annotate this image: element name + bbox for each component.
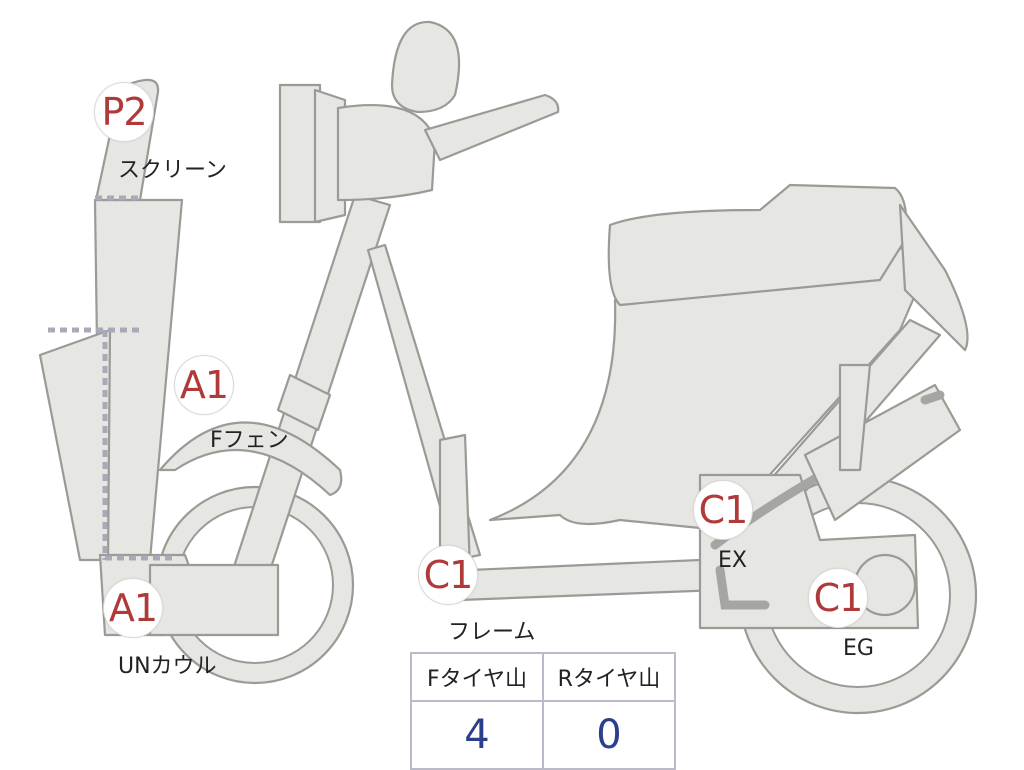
code-badge-exhaust: C1 — [693, 480, 753, 540]
table-header-row: Fタイヤ山 Rタイヤ山 — [410, 652, 676, 702]
value-front-tire: 4 — [410, 700, 544, 770]
rear-cowl-tip — [898, 203, 969, 352]
front-cowl — [38, 328, 112, 562]
part-label-under-cowl: UNカウル — [118, 654, 217, 679]
table-row: 4 0 — [410, 700, 676, 770]
code-badge-under-cowl: A1 — [103, 578, 163, 638]
mirror — [390, 20, 461, 114]
tire-tread-table: Fタイヤ山 Rタイヤ山 4 0 — [410, 652, 676, 770]
code-badge-frame: C1 — [418, 545, 478, 605]
rear-shock — [838, 363, 872, 472]
seat — [607, 183, 908, 307]
code-badge-screen: P2 — [94, 82, 154, 142]
code-badge-engine: C1 — [808, 568, 868, 628]
front-fender-shape — [158, 421, 343, 497]
rear-body — [488, 238, 932, 532]
part-label-frame: フレーム — [448, 620, 536, 645]
header-front-tire: Fタイヤ山 — [410, 652, 544, 702]
front-floor — [148, 563, 280, 637]
muffler — [803, 383, 962, 522]
handlebar-cover — [336, 104, 437, 202]
part-label-exhaust: EX — [718, 548, 747, 573]
headlight-lens — [278, 83, 322, 224]
part-label-screen: スクリーン — [118, 158, 227, 183]
handlebar-grip — [423, 93, 560, 162]
part-label-engine: EG — [843, 636, 874, 661]
part-label-front-fender: Fフェン — [210, 428, 289, 453]
fork-clamp — [276, 373, 332, 432]
header-rear-tire: Rタイヤ山 — [542, 652, 676, 702]
value-rear-tire: 0 — [542, 700, 676, 770]
code-badge-front-fender: A1 — [174, 355, 234, 415]
